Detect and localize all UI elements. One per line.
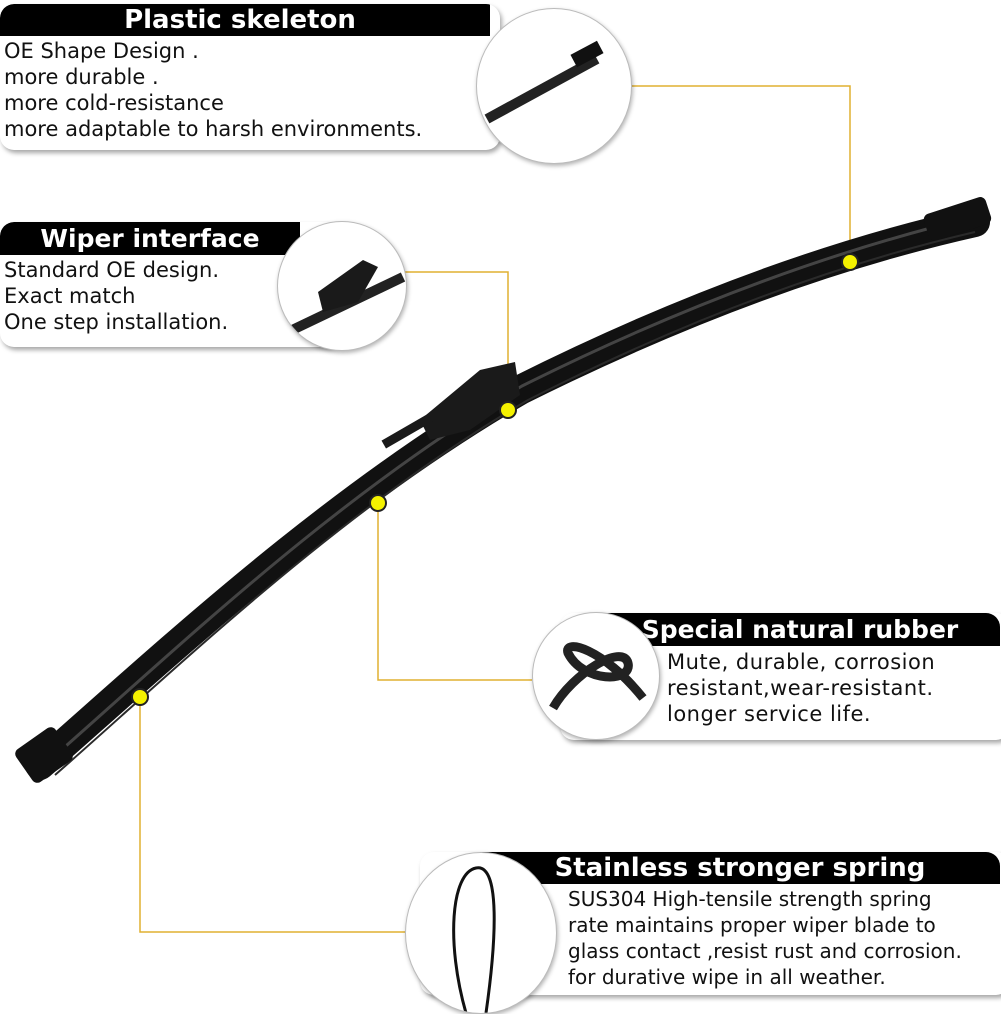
callout-line: resistant,wear-resistant. [667,676,934,700]
callout-line: rate maintains proper wiper blade to [568,913,936,937]
callout-line: Mute, durable, corrosion [667,650,936,674]
callout-line: more durable . [4,65,159,89]
dot-spring [131,688,149,706]
spring-detail-image [405,852,557,1014]
callout-body: OE Shape Design . more durable . more co… [4,38,422,142]
dot-interface [499,401,517,419]
callout-title: Stainless stronger spring [480,852,1000,884]
callout-line: more adaptable to harsh environments. [4,117,423,141]
callout-line: longer service life. [667,702,872,726]
callout-body: Standard OE design. Exact match One step… [4,257,228,335]
callout-lines [139,85,851,933]
end-cap-left [15,727,73,783]
callout-line: more cold-resistance [4,91,224,115]
callout-title: Special natural rubber [600,613,1000,646]
callout-line: One step installation. [4,310,229,334]
dot-skeleton [841,253,859,271]
skeleton-detail-image [476,8,632,164]
interface-detail-image [277,221,407,351]
callout-title: Plastic skeleton [0,4,490,36]
callout-line: for durative wipe in all weather. [568,965,886,989]
wiper-blade [15,197,992,783]
end-cap-right [923,197,992,241]
callout-body: SUS304 High-tensile strength spring rate… [568,886,962,990]
callout-line: Standard OE design. [4,258,220,282]
callout-body: Mute, durable, corrosion resistant,wear-… [667,649,935,727]
dot-rubber [369,494,387,512]
callout-title: Wiper interface [0,222,300,255]
wiper-interface-connector [381,362,520,449]
callout-line: glass contact ,resist rust and corrosion… [568,939,962,963]
callout-dots [131,253,859,706]
callout-line: Exact match [4,284,136,308]
callout-line: OE Shape Design . [4,39,199,63]
callout-plastic-skeleton: Plastic skeleton OE Shape Design . more … [0,4,500,150]
rubber-detail-image [532,612,660,740]
callout-line: SUS304 High-tensile strength spring [568,887,932,911]
